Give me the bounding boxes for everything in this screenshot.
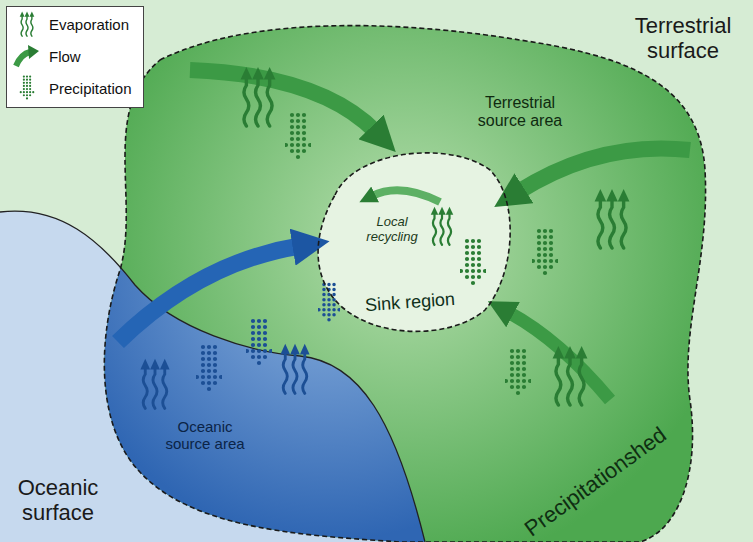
precipitation-symbols [197,115,557,393]
flow-icon [13,42,41,70]
legend-row: Flow [13,41,143,71]
evaporation-symbols [140,67,629,408]
sink-fill [318,153,510,332]
sink-region: Sink region Local recycling [310,135,520,345]
area-label: Terrestrial surface [626,13,741,64]
area-label: Oceanic source area [155,418,255,453]
precipitation-icon [13,74,41,102]
legend-box: Evaporation Flow Precipitation [6,6,144,108]
legend-text: Evaporation [49,16,129,33]
process-label: Local recycling [361,215,423,245]
legend-text: Flow [49,48,81,65]
area-label: Terrestrial source area [460,94,580,131]
legend-text: Precipitation [49,80,132,97]
region-name: Sink region [364,289,455,316]
region-name: Precipitationshed [519,422,670,542]
legend-row: Precipitation [13,73,143,103]
flow-arrows [118,70,690,400]
legend-row: Evaporation [13,9,143,39]
evaporation-icon [13,10,41,38]
coastline [0,211,425,542]
area-label: Oceanic surface [8,475,108,526]
